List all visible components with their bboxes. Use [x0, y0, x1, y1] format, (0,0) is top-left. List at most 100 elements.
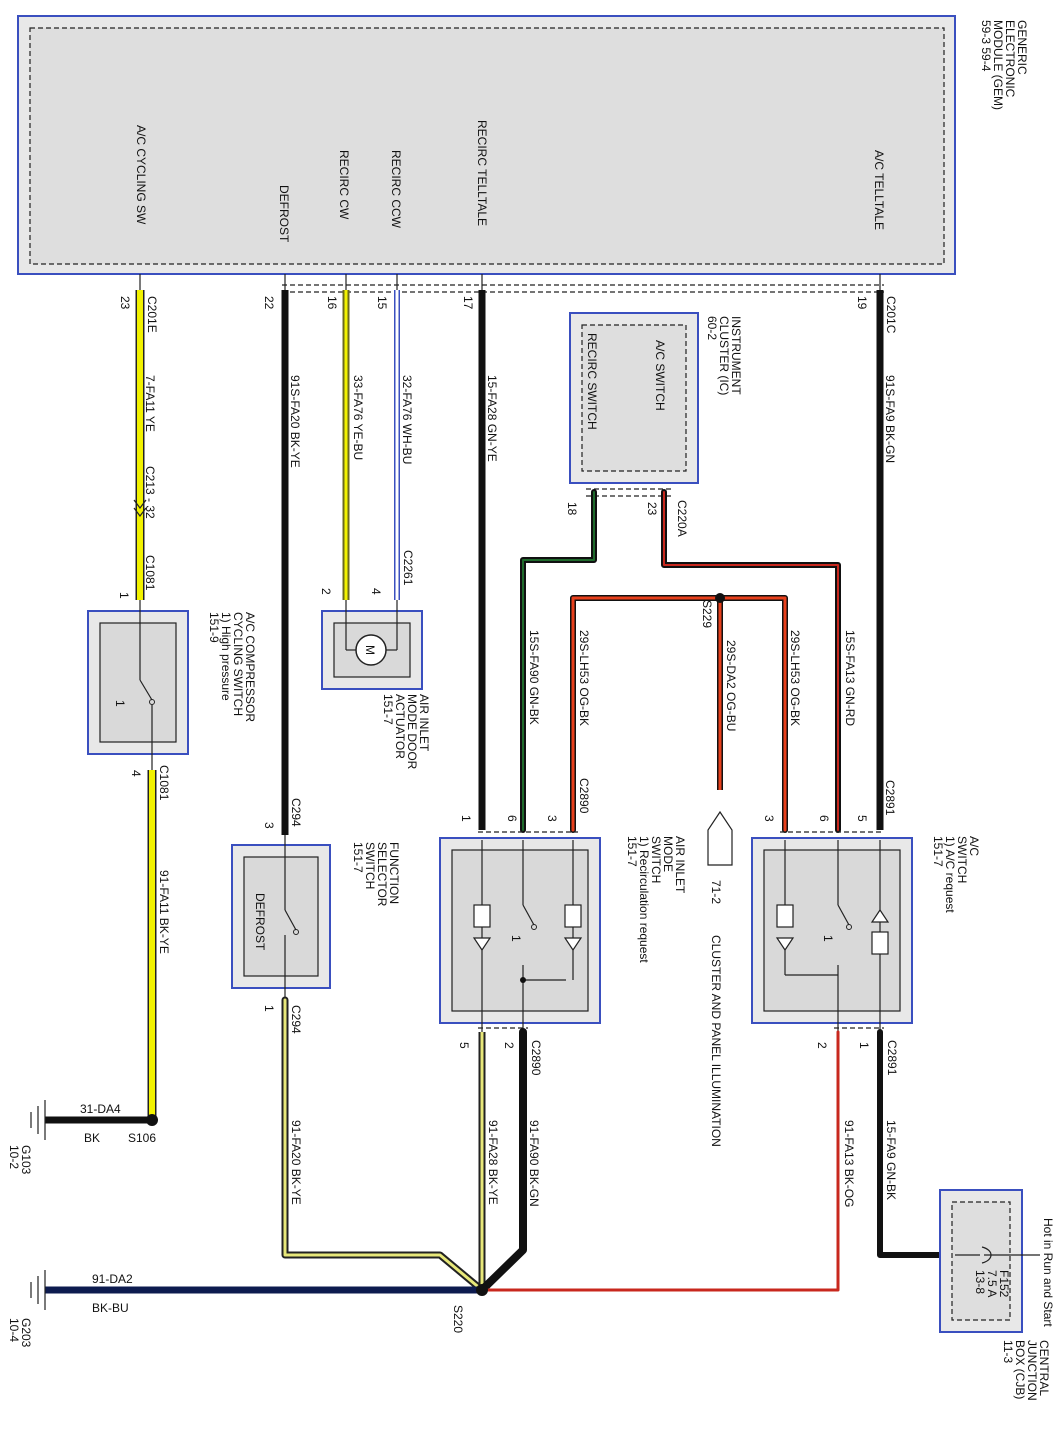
ground1-splice: S106: [128, 1131, 156, 1145]
wire-label-ac-telltale: 91S-FA9 BK-GN: [883, 375, 897, 463]
gem-pin-17: 17: [461, 296, 475, 310]
ac-switch-name-line4: 151-7: [931, 836, 945, 867]
ground2-splice: S220: [451, 1305, 465, 1333]
fuse-f152: F152: [997, 1270, 1011, 1298]
ground2-ref: 10-4: [7, 1318, 21, 1342]
ac-switch-name-line1: A/C: [967, 836, 981, 856]
inline-connector-c1081-top: C1081: [143, 555, 157, 591]
gem-name-line1: GENERIC: [1015, 20, 1029, 75]
gem-refs: 59-3 59-4: [979, 20, 993, 72]
ground1-color: BK: [84, 1131, 100, 1145]
wire-label-defrost: 91S-FA20 BK-YE: [288, 375, 302, 468]
ground1-name: G103: [19, 1145, 33, 1175]
actuator-name-line2: MODE DOOR: [405, 694, 419, 770]
ic-connector: C220A: [675, 500, 689, 537]
function-selector-switch: DEFROST FUNCTION SELECTOR SWITCH 151-7: [231, 835, 401, 1000]
inlet-connector-bottom: C2890: [529, 1040, 543, 1076]
function-item-defrost: DEFROST: [253, 893, 267, 951]
inlet-switch-pos: 1: [509, 935, 523, 942]
wire-ac-feed: [877, 1029, 943, 1258]
illum-ref: 71-2: [709, 880, 723, 904]
wire-function-ground: [281, 996, 486, 1294]
function-name-line2: SELECTOR: [375, 842, 389, 907]
compressor-connector-bottom: C1081: [157, 765, 171, 801]
compressor-pos: 1: [113, 700, 127, 707]
function-pin-3: 3: [262, 822, 276, 829]
ac-switch-pos: 1: [821, 935, 835, 942]
cjb-name-line4: 11-3: [1001, 1340, 1015, 1363]
ac-switch-connector-top: C2891: [883, 780, 897, 816]
ac-switch-pin-5: 5: [855, 815, 869, 822]
fuse-ref: 13-8: [973, 1270, 987, 1294]
motor-icon: M: [363, 645, 377, 655]
function-connector-top: C294: [289, 798, 303, 827]
actuator-pin-2: 2: [319, 588, 333, 595]
wire-label-illum-a: 29S-LH53 OG-BK: [577, 630, 591, 726]
wire-label-ac-ground: 91-FA13 BK-OG: [842, 1120, 856, 1207]
cjb-hot-label: Hot in Run and Start: [1041, 1218, 1055, 1327]
compressor-name-line4: 151-9: [207, 612, 221, 643]
ac-switch-name-line2: SWITCH: [955, 836, 969, 883]
ground2-name: G203: [19, 1318, 33, 1348]
inlet-name-line4: 1) Recirculation request: [637, 836, 651, 963]
inline-connector-c213: C213 - 32: [143, 466, 157, 519]
gem-pin-recirc-cw-label: RECIRC CW: [337, 150, 351, 220]
inlet-name-line2: MODE: [661, 836, 675, 872]
compressor-name-line3: 1) High pressure: [219, 612, 233, 701]
air-inlet-mode-switch: 1 AIR INLET MODE SWITCH 1) Recirculation…: [439, 831, 687, 1032]
wire-label-inlet-ground-a: 91-FA28 BK-YE: [486, 1120, 500, 1205]
ground-g203: [30, 1270, 488, 1310]
gem-pin-ac-cycling-label: A/C CYCLING SW: [134, 125, 148, 225]
ic-name-line2: CLUSTER (IC): [717, 316, 731, 395]
compressor-name-line1: A/C COMPRESSOR: [243, 612, 257, 722]
compressor-pin-4: 4: [129, 770, 143, 777]
inlet-pin-5: 5: [457, 1042, 471, 1049]
inlet-pin-2: 2: [502, 1042, 516, 1049]
wire-label-recirc-ccw: 32-FA76 WH-BU: [400, 375, 414, 464]
wire-ic-ac: [661, 489, 841, 833]
ac-switch-pin-2: 2: [815, 1042, 829, 1049]
wire-illumination: [570, 593, 788, 866]
inlet-name-line3: SWITCH: [649, 836, 663, 883]
actuator-name-line1: AIR INLET: [417, 694, 431, 752]
ac-switch-pin-6: 6: [817, 815, 831, 822]
ground2-wire: 91-DA2: [92, 1272, 133, 1286]
ic-item-ac-switch: A/C SWITCH: [653, 340, 667, 411]
wire-label-ac-feed: 15-FA9 GN-BK: [884, 1120, 898, 1200]
actuator-name-line3: ACTUATOR: [393, 694, 407, 759]
inlet-name-line1: AIR INLET: [673, 836, 687, 894]
ic-name-line1: INSTRUMENT: [729, 316, 743, 395]
compressor-pin-1: 1: [117, 592, 131, 599]
gem-pin-defrost-label: DEFROST: [277, 185, 291, 243]
wire-inlet-ground-b: [480, 1028, 527, 1292]
cjb-name-line2: JUNCTION: [1025, 1340, 1039, 1401]
wire-compressor-ground: [45, 770, 158, 1126]
ic-pin-23: 23: [645, 502, 659, 516]
air-inlet-actuator: M AIR INLET MODE DOOR ACTUATOR 151-7: [321, 600, 431, 770]
central-junction-box: F152 7.5 A 13-8 Hot in Run and Start CEN…: [939, 1189, 1055, 1401]
compressor-switch: 1 A/C COMPRESSOR CYCLING SWITCH 1) High …: [87, 600, 257, 770]
ground1-icon: [30, 1100, 46, 1140]
gem-pin-recirc-ccw-label: RECIRC CCW: [389, 150, 403, 229]
ac-switch-pin-1: 1: [857, 1042, 871, 1049]
function-name-line4: 151-7: [351, 842, 365, 873]
actuator-connector: C2261: [401, 550, 415, 586]
instrument-cluster: A/C SWITCH RECIRC SWITCH INSTRUMENT CLUS…: [569, 312, 743, 497]
function-connector-bottom: C294: [289, 1005, 303, 1034]
inlet-name-line5: 151-7: [625, 836, 639, 867]
gem-connector-c201e: C201E: [145, 296, 159, 333]
function-name-line3: SWITCH: [363, 842, 377, 889]
ac-switch: 1 A/C SWITCH 1) A/C request 151-7: [751, 831, 981, 1032]
ac-switch-name-line3: 1) A/C request: [943, 836, 957, 913]
function-name-line1: FUNCTION: [387, 842, 401, 904]
ic-name-line3: 60-2: [705, 316, 719, 340]
gem-name-line3: MODULE (GEM): [991, 20, 1005, 110]
compressor-name-line2: CYCLING SWITCH: [231, 612, 245, 716]
illum-label: CLUSTER AND PANEL ILLUMINATION: [709, 935, 723, 1147]
function-pin-1: 1: [262, 1005, 276, 1012]
wire-label-compressor-ground: 91-FA11 BK-YE: [157, 870, 171, 954]
ic-pin-18: 18: [565, 502, 579, 516]
inlet-pin-1: 1: [459, 815, 473, 822]
gem-pin-recirc-telltale-label: RECIRC TELLTALE: [475, 120, 489, 226]
